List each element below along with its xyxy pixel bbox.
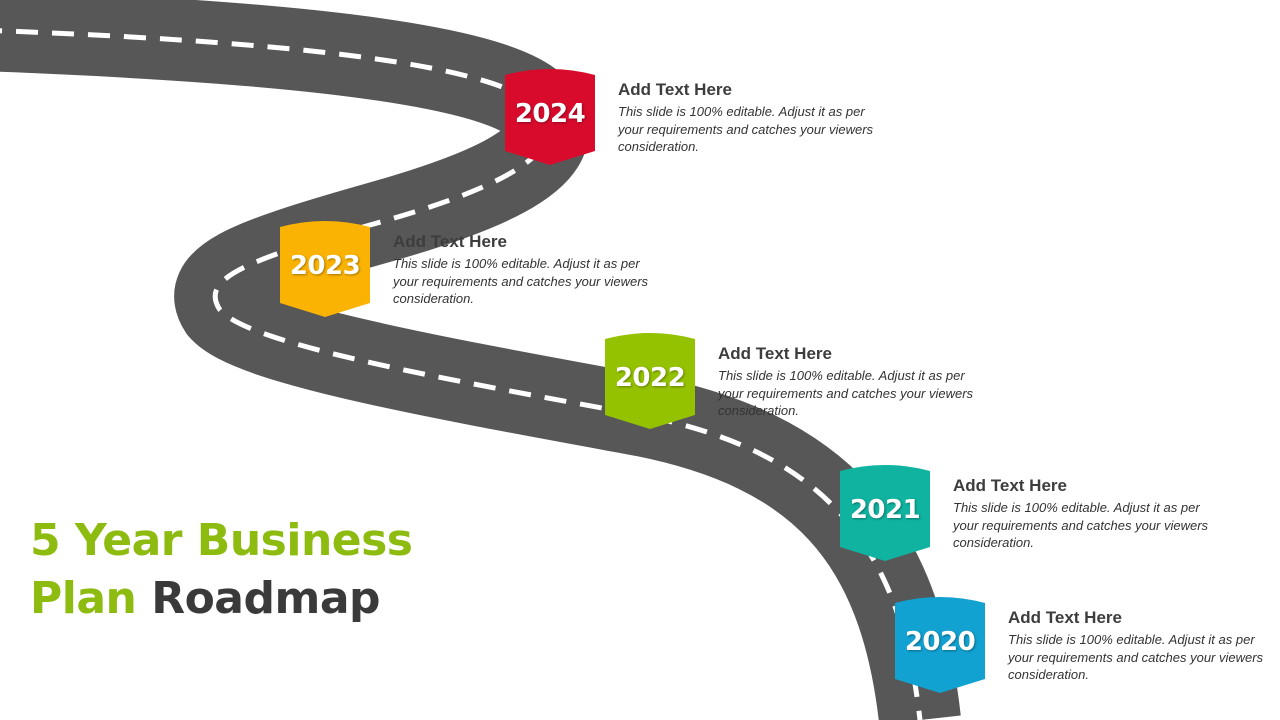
milestone-heading: Add Text Here (1008, 608, 1278, 628)
milestone-description: This slide is 100% editable. Adjust it a… (1008, 631, 1278, 684)
year-marker: 2020 (895, 595, 985, 695)
milestone-description: This slide is 100% editable. Adjust it a… (953, 499, 1223, 552)
title-line-2: Plan Roadmap (30, 570, 412, 628)
milestone-heading: Add Text Here (718, 344, 988, 364)
milestone-text: Add Text Here This slide is 100% editabl… (718, 344, 988, 420)
year-marker: 2023 (280, 219, 370, 319)
title-word-plan: Plan (30, 573, 136, 624)
year-marker: 2022 (605, 331, 695, 431)
milestone-text: Add Text Here This slide is 100% editabl… (618, 80, 888, 156)
year-label: 2022 (605, 363, 695, 393)
title-line-1: 5 Year Business (30, 512, 412, 570)
page-title: 5 Year Business Plan Roadmap (30, 512, 412, 628)
year-label: 2020 (895, 627, 985, 657)
milestone-description: This slide is 100% editable. Adjust it a… (618, 103, 888, 156)
title-word-roadmap: Roadmap (151, 573, 380, 624)
milestone-description: This slide is 100% editable. Adjust it a… (718, 367, 988, 420)
milestone-description: This slide is 100% editable. Adjust it a… (393, 255, 663, 308)
milestone-text: Add Text Here This slide is 100% editabl… (953, 476, 1223, 552)
year-label: 2024 (505, 99, 595, 129)
milestone-text: Add Text Here This slide is 100% editabl… (1008, 608, 1278, 684)
milestone-heading: Add Text Here (953, 476, 1223, 496)
year-label: 2021 (840, 495, 930, 525)
year-marker: 2021 (840, 463, 930, 563)
year-marker: 2024 (505, 67, 595, 167)
year-label: 2023 (280, 251, 370, 281)
milestone-heading: Add Text Here (618, 80, 888, 100)
milestone-text: Add Text Here This slide is 100% editabl… (393, 232, 663, 308)
milestone-heading: Add Text Here (393, 232, 663, 252)
